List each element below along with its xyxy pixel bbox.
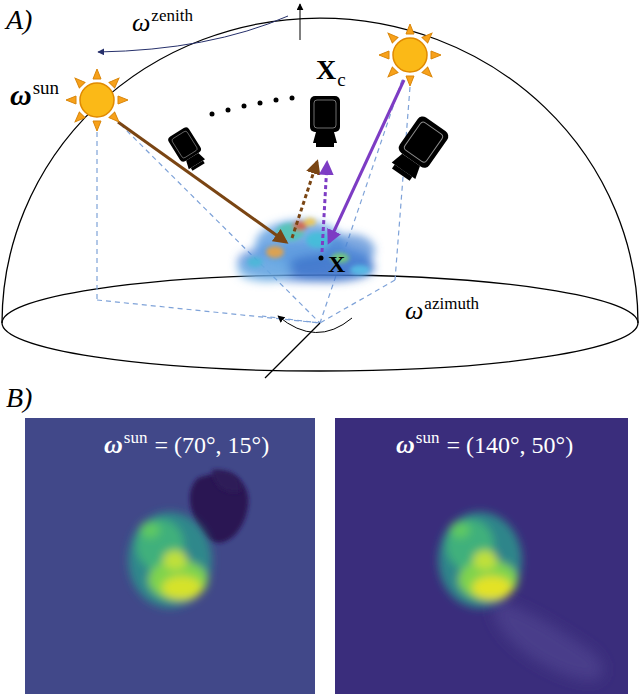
ellipsis-dots [210, 96, 295, 117]
symbol-text: ω [405, 298, 423, 324]
superscript: sun [124, 429, 148, 446]
zenith-arc [98, 16, 288, 52]
ellipsis-dots-part [226, 108, 231, 113]
scattered-ray [322, 163, 327, 252]
superscript: sun [416, 429, 440, 446]
camera-icon [167, 126, 209, 173]
symbol-text: X [328, 252, 345, 276]
ellipsis-dots-part [258, 101, 263, 106]
sun-icon [379, 24, 441, 86]
cloud-volume-part-part [306, 232, 330, 248]
camera-icon [386, 114, 451, 185]
render-panel-part [335, 418, 628, 694]
camera-symbol: Xc [316, 56, 346, 84]
cloud-volume-part-part [237, 258, 293, 282]
panel-caption: ωsun = (70°, 15°) [104, 432, 269, 458]
scattered-ray [292, 162, 317, 238]
symbol-text: ω [104, 432, 123, 458]
hemisphere-part [2, 18, 638, 323]
render-panel-part-part [162, 576, 202, 600]
render-panel-part-part [438, 512, 522, 608]
projection-lines-part [114, 118, 320, 323]
ellipsis-dots-part [290, 96, 295, 101]
sun-icon [66, 69, 128, 131]
cloud-volume-part-part [247, 257, 263, 267]
azimuth-reference [265, 323, 320, 378]
render-panel-part-part [450, 522, 470, 538]
symbol-text: = (140°, 50°) [446, 433, 573, 457]
symbol-text: ω [396, 432, 415, 458]
azimuth-arc [278, 316, 352, 333]
sun-ray [118, 122, 286, 242]
ellipsis-dots-part [242, 104, 247, 109]
render-panel-part-part [128, 512, 212, 608]
angle-symbol: ωazimuth [405, 298, 479, 324]
cloud-volume-part-part [304, 218, 316, 226]
sun-ray [329, 80, 404, 242]
symbol-text: A) [6, 6, 32, 34]
point-marker [319, 256, 324, 261]
render-panel-part [438, 512, 522, 608]
ellipsis-dots-part [274, 98, 279, 103]
camera-icon [310, 96, 340, 147]
symbol-text: X [316, 56, 336, 84]
projection-lines-part [96, 132, 97, 300]
symbol-text: ω [10, 80, 32, 110]
cloud-volume-part [237, 220, 375, 282]
zenith-axis [300, 4, 301, 40]
render-panel-part [493, 600, 603, 681]
render-panel-part-part [472, 576, 512, 600]
projection-lines [97, 80, 410, 323]
cloud-volume-part-part [266, 246, 284, 258]
projection-lines-part [262, 316, 320, 323]
superscript: sun [33, 78, 59, 97]
superscript: azimuth [424, 295, 479, 312]
render-panel [335, 418, 628, 694]
angle-symbol: ωzenith [132, 10, 193, 36]
projection-lines-part [395, 87, 410, 280]
panel-letter: A) [6, 6, 32, 34]
point-symbol: X [328, 252, 345, 276]
render-panel-part [25, 418, 315, 694]
render-panel-part [212, 470, 241, 493]
superscript: zenith [151, 7, 193, 24]
panel-letter: B) [6, 384, 32, 412]
symbol-text: B) [6, 384, 32, 412]
hemisphere [2, 18, 638, 371]
cloud-volume [237, 218, 375, 282]
render-panel-part-part [140, 522, 160, 538]
subscript: c [337, 70, 345, 89]
cloud-volume-part-part [350, 265, 370, 275]
render-panel-part-part [473, 550, 497, 570]
projection-lines-part [97, 300, 320, 323]
vector-symbol: ωsun [10, 80, 59, 110]
projection-lines-part [320, 280, 395, 323]
render-panel-part [128, 512, 212, 608]
render-panel-part-part [163, 550, 187, 570]
symbol-text: = (70°, 15°) [154, 433, 269, 457]
render-panel [25, 418, 315, 694]
ellipsis-dots-part [210, 112, 215, 117]
symbol-text: ω [132, 10, 150, 36]
panel-caption: ωsun = (140°, 50°) [396, 432, 573, 458]
